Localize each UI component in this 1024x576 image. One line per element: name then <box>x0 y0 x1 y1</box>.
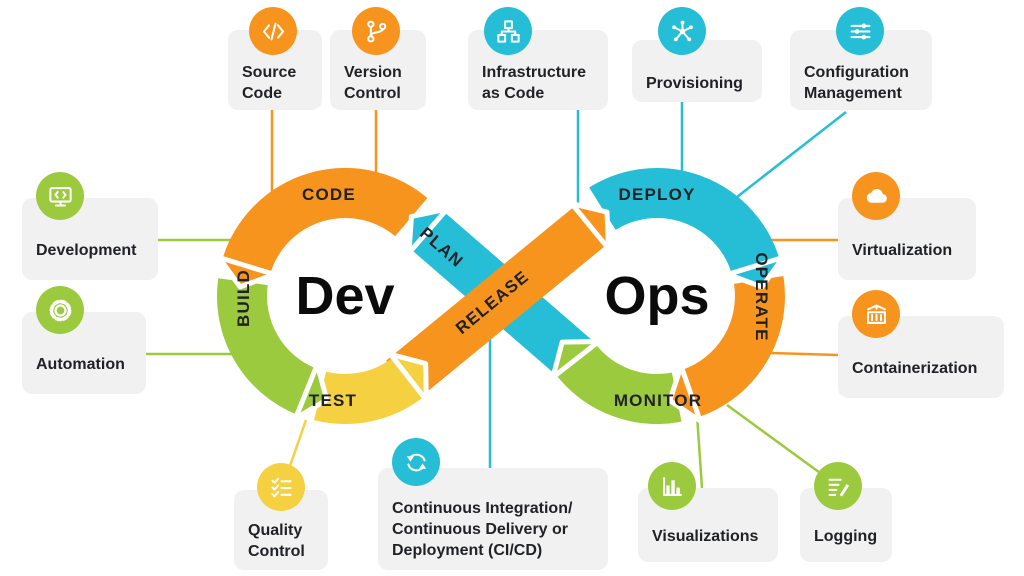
card-label-line: Continuous Integration/ <box>392 500 573 517</box>
card-label-line: Infrastructure <box>482 64 587 81</box>
deploy-arrow-icon <box>725 254 786 290</box>
cicd-cycle-icon <box>392 438 440 486</box>
card-label-line: Virtualization <box>852 242 953 259</box>
infrastructure-as-code-icon <box>484 7 532 55</box>
connector-visualizations <box>695 414 704 489</box>
connector-config-mgmt <box>736 111 847 198</box>
segment-label-monitor: MONITOR <box>614 391 702 410</box>
monitor-segment <box>556 343 682 424</box>
card-label-line: Continuous Delivery or <box>392 521 569 538</box>
segment-label-code: CODE <box>302 185 356 204</box>
connector-lines <box>146 102 847 489</box>
card-logging: Logging <box>800 488 892 562</box>
card-label-line: Containerization <box>852 360 978 377</box>
card-label-line: Quality <box>248 522 303 539</box>
plan-arrow-icon <box>406 206 450 256</box>
containerization-icon <box>852 290 900 338</box>
monitor-arrow-icon <box>550 339 602 380</box>
card-label-line: Deployment (CI/CD) <box>392 542 543 559</box>
test-segment <box>314 356 424 424</box>
automation-gear-icon <box>36 286 84 334</box>
card-label-line: Visualizations <box>652 528 759 545</box>
dev-label: Dev <box>295 266 394 326</box>
quality-control-checklist-icon <box>257 463 305 511</box>
segment-label-test: TEST <box>309 391 357 410</box>
card-provisioning: Provisioning <box>632 40 762 102</box>
card-label-line: Code <box>242 85 282 102</box>
development-icon <box>36 172 84 220</box>
card-label-line: as Code <box>482 85 545 102</box>
virtualization-cloud-icon <box>852 172 900 220</box>
card-label-line: Control <box>248 543 305 560</box>
card-development: Development <box>22 198 158 280</box>
deploy-segment <box>589 168 780 275</box>
provisioning-icon <box>658 7 706 55</box>
code-arrow-icon <box>216 254 277 290</box>
card-label-line: Control <box>344 85 401 102</box>
card-label-line: Configuration <box>804 64 909 81</box>
build-segment <box>217 278 317 415</box>
ops-label: Ops <box>604 266 709 326</box>
card-label-line: Automation <box>36 356 125 373</box>
card-version-control: Version Control <box>330 30 426 110</box>
configuration-management-icon <box>836 7 884 55</box>
card-label-line: Source <box>242 64 297 81</box>
connector-containerization <box>770 351 839 357</box>
card-label-line: Development <box>36 242 137 259</box>
card-label-line: Logging <box>814 528 878 545</box>
card-label-line: Provisioning <box>646 75 743 92</box>
operate-segment <box>681 275 785 418</box>
operate-arrow-icon <box>667 363 703 424</box>
card-label-line: Version <box>344 64 402 81</box>
release-arrow-icon <box>569 201 611 251</box>
segment-label-deploy: DEPLOY <box>618 185 695 204</box>
visualizations-chart-icon <box>648 462 696 510</box>
segment-label-operate: OPERATE <box>752 252 771 341</box>
test-arrow-icon <box>388 351 429 403</box>
code-segment <box>222 168 428 274</box>
release-band <box>386 206 606 400</box>
version-control-icon <box>352 7 400 55</box>
source-code-icon <box>249 7 297 55</box>
segment-label-build: BUILD <box>234 269 253 327</box>
logging-icon <box>814 462 862 510</box>
card-label-line: Management <box>804 85 902 102</box>
build-arrow-icon <box>293 362 330 421</box>
